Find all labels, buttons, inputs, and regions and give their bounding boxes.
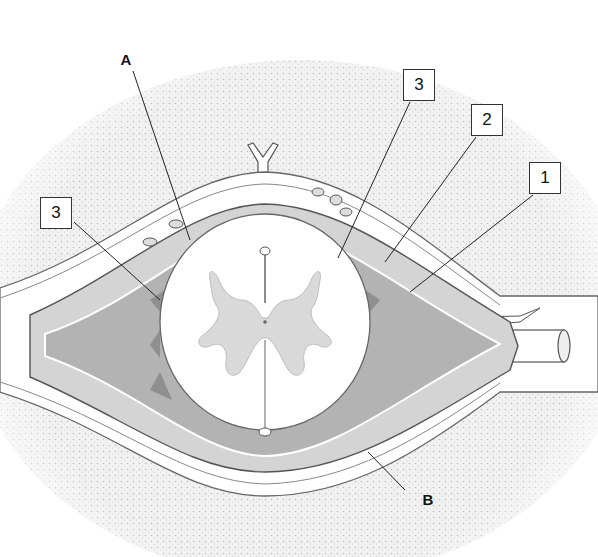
callout-number: 1 — [540, 169, 549, 188]
callout-number: 2 — [482, 111, 491, 130]
callout-box: 1 — [529, 162, 561, 194]
part-letter: B — [423, 492, 434, 509]
callout-box: 3 — [40, 197, 72, 229]
callout-number: 3 — [51, 204, 60, 223]
callout-box: 2 — [471, 104, 503, 136]
callout-number: 3 — [414, 76, 423, 95]
callout-box: 3 — [403, 69, 435, 101]
part-letter: A — [121, 52, 132, 69]
